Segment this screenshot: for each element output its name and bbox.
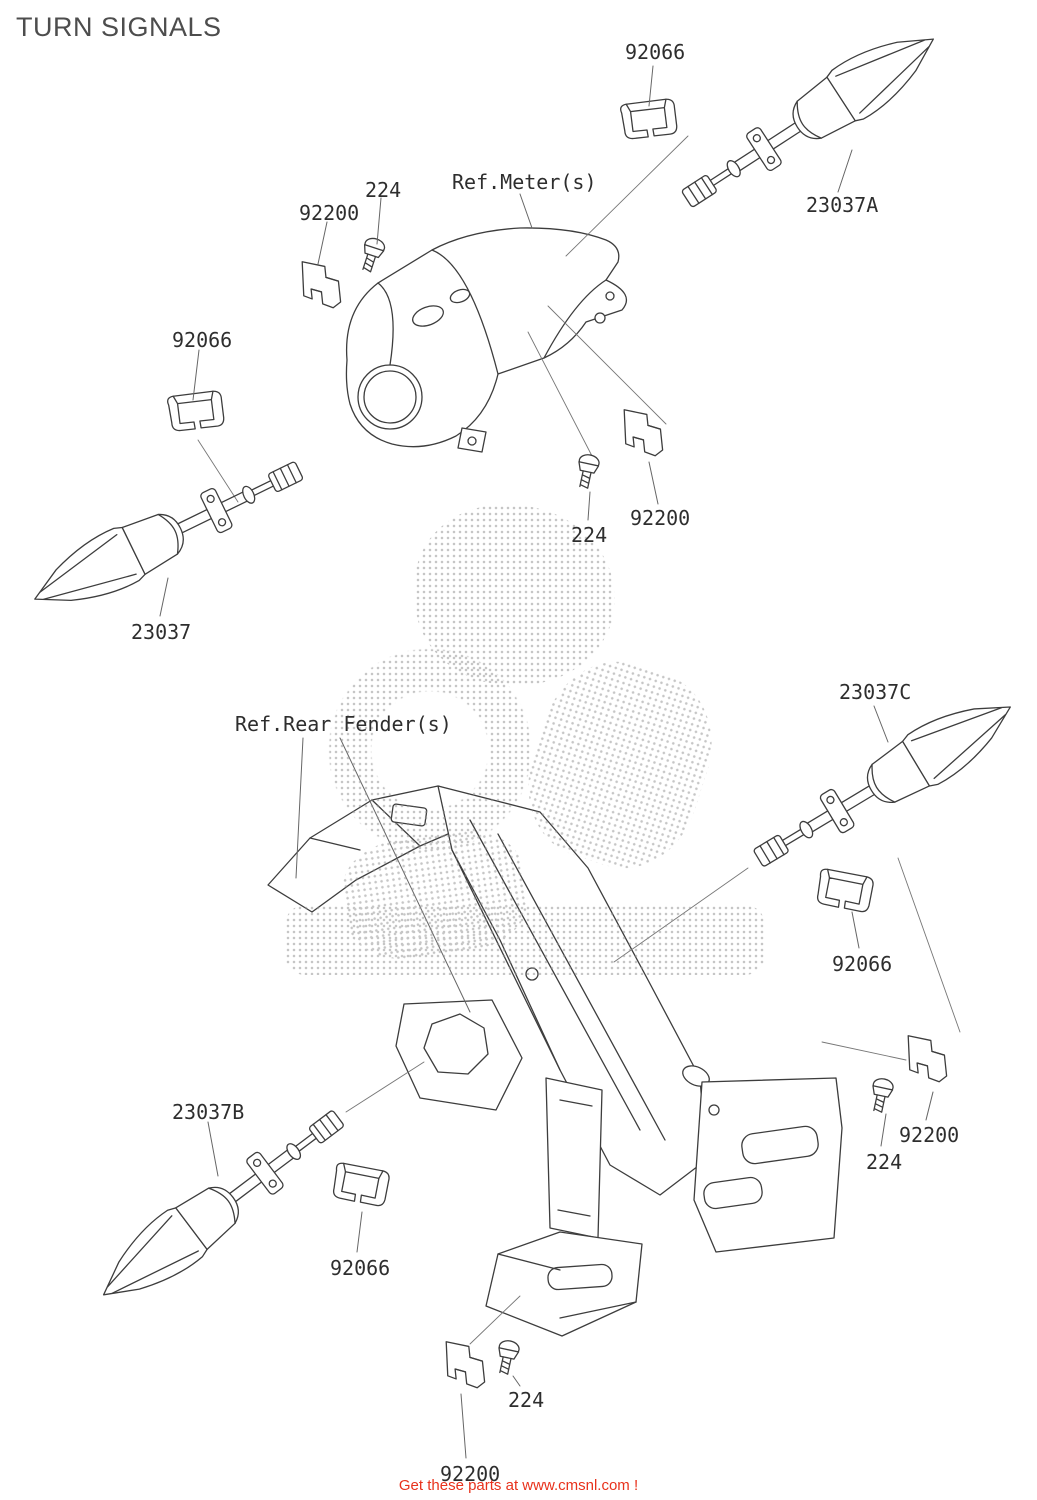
- footer-link[interactable]: Get these parts at www.cmsnl.com !: [398, 1477, 639, 1494]
- screw-224-bottom-right: [867, 1076, 896, 1115]
- bracket-92200-mid: [621, 405, 664, 460]
- part-label-224-bottom-right: 224: [866, 1150, 903, 1174]
- clamp-92066-left: [166, 387, 227, 435]
- part-label-92066-right: 92066: [832, 952, 893, 976]
- part-label-224-mid: 224: [571, 523, 608, 547]
- ref-label-meter: Ref.Meter(s): [452, 170, 597, 194]
- screw-224-meter: [356, 235, 388, 275]
- part-label-92200-bottom-right: 92200: [899, 1123, 960, 1147]
- ref-label-rear-fender: Ref.Rear Fender(s): [235, 712, 452, 736]
- clamp-92066-right: [815, 867, 875, 914]
- turn-signal-23037: [21, 443, 313, 627]
- part-label-224-bottom: 224: [508, 1388, 545, 1412]
- part-label-92066-left: 92066: [172, 328, 233, 352]
- bracket-92200-bottom: [443, 1337, 486, 1392]
- screw-224-bottom: [493, 1338, 522, 1377]
- part-label-92200-mid: 92200: [630, 506, 691, 530]
- screw-224-mid: [573, 452, 602, 491]
- meter-housing: [345, 227, 627, 453]
- part-label-92200-meter: 92200: [299, 201, 360, 225]
- part-label-23037c: 23037C: [839, 680, 912, 704]
- part-label-23037b: 23037B: [172, 1100, 245, 1124]
- part-label-92200-bottom: 92200: [440, 1462, 501, 1486]
- page-title: TURN SIGNALS: [16, 12, 222, 42]
- bracket-92200-meter: [299, 257, 342, 312]
- part-label-23037a: 23037A: [806, 193, 879, 217]
- part-label-92066-bottom: 92066: [330, 1256, 391, 1280]
- rear-fender-assembly: [267, 785, 843, 1337]
- turn-signal-23037c: [742, 681, 1027, 885]
- turn-signal-23037b: [85, 1093, 357, 1319]
- part-label-23037: 23037: [131, 620, 192, 644]
- clamp-92066-bottom: [331, 1161, 391, 1208]
- part-label-92066-top: 92066: [625, 40, 686, 64]
- part-label-224-meter: 224: [365, 178, 402, 202]
- bracket-92200-bottom-right: [905, 1031, 948, 1086]
- footer: Get these parts at www.cmsnl.com !: [0, 1477, 1037, 1494]
